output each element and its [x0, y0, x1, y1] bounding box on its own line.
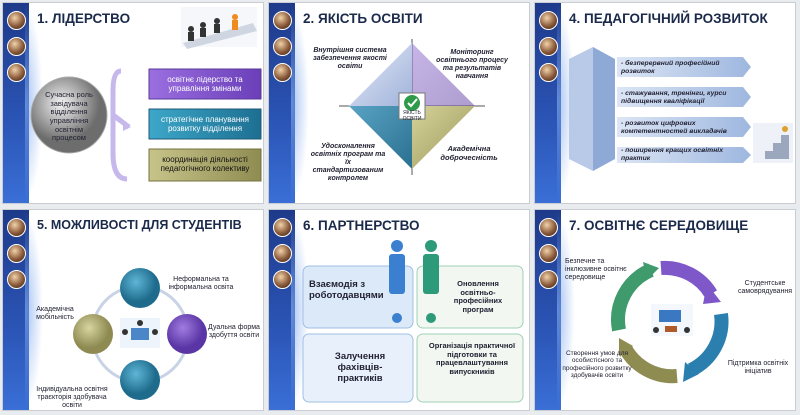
avatar-icon: [7, 270, 26, 289]
stairs-icon: [753, 123, 793, 163]
avatar-icon: [273, 37, 292, 56]
node-label: Неформальна та інформальна освіта: [168, 276, 234, 292]
avatar-icon: [539, 270, 558, 289]
slide-leadership[interactable]: 1. ЛІДЕРСТВО: [2, 2, 264, 204]
cell-label: Залучення фахівців-практиків: [334, 351, 386, 384]
avatar-icon: [273, 11, 292, 30]
avatar-icon: [273, 63, 292, 82]
quadrant-label: Удосконалення освітніх програм та їх ста…: [310, 143, 386, 183]
slide-title: 7. ОСВІТНЄ СЕРЕДОВИЩЕ: [569, 218, 749, 233]
person-icon: [423, 240, 439, 323]
environment-cycle: [611, 260, 729, 384]
cycle-label: Підтримка освітніх ініціатив: [727, 360, 789, 376]
slide-quality[interactable]: 2. ЯКІСТЬ ОСВІТИ Внутрішня система забез…: [268, 2, 530, 204]
slide-title: 1. ЛІДЕРСТВО: [37, 11, 131, 26]
slide-pedagogical-development[interactable]: 4. ПЕДАГОГІЧНИЙ РОЗВИТОК - безперервний …: [534, 2, 796, 204]
cell-label: Оновлення освітньо-професійних програм: [453, 279, 503, 314]
avatar-icon: [539, 11, 558, 30]
leadership-diagram: [30, 7, 262, 182]
cycle-label: Створення умов для особистісного та проф…: [562, 350, 632, 380]
classroom-icon: [651, 304, 693, 336]
box-label: освітнє лідерство та управління змінами: [167, 75, 243, 94]
avatar-icon: [273, 244, 292, 263]
students-icon: [120, 318, 160, 348]
node-label: Дуальна форма здобуття освіти: [208, 324, 260, 340]
avatar-icon: [7, 218, 26, 237]
slide-title: 4. ПЕДАГОГІЧНИЙ РОЗВИТОК: [569, 11, 768, 26]
list-item: - поширення кращих освітніх практик: [621, 147, 723, 162]
slide-partnership[interactable]: 6. ПАРТНЕРСТВО Взаємодія з роботодавцями…: [268, 209, 530, 411]
cycle-label: Безпечне та інклюзивне освітнє середовищ…: [565, 258, 627, 282]
list-item: - розвиток цифрових компетентностей викл…: [621, 120, 727, 135]
opportunities-diagram: [73, 268, 207, 400]
cycle-label: Студентське самоврядування: [737, 280, 793, 296]
runners-icon: [181, 7, 257, 49]
cell-label: Організація практичної підготовки та пра…: [428, 341, 516, 376]
development-arrows: [569, 47, 793, 171]
node-label: Індивідуальна освітня траєкторія здобува…: [36, 386, 108, 410]
quadrant-label: Моніторинг освітнього процесу та результ…: [436, 49, 508, 81]
center-label: ЯКІСТЬ ОСВІТИ: [402, 110, 422, 122]
slide-title: 6. ПАРТНЕРСТВО: [303, 218, 420, 233]
avatar-icon: [539, 218, 558, 237]
avatar-icon: [7, 11, 26, 30]
cell-label: Взаємодія з роботодавцями: [309, 279, 384, 301]
person-icon: [389, 240, 405, 323]
quadrant-label: Академічна доброчесність: [440, 144, 498, 162]
quality-diamond: [339, 39, 485, 175]
box-label: координація діяльності педагогічного кол…: [160, 155, 250, 174]
slide-title: 5. МОЖЛИВОСТІ ДЛЯ СТУДЕНТІВ: [37, 218, 242, 232]
avatar-icon: [539, 37, 558, 56]
center-label: Сучасна роль завідувача відділення управ…: [45, 90, 93, 143]
list-item: - стажування, тренінги, курси підвищення…: [621, 90, 727, 105]
slide-educational-environment[interactable]: 7. ОСВІТНЄ СЕРЕДОВИЩЕ Безпечне та інклюз…: [534, 209, 796, 411]
avatar-icon: [7, 63, 26, 82]
avatar-icon: [273, 270, 292, 289]
slide-student-opportunities[interactable]: 5. МОЖЛИВОСТІ ДЛЯ СТУДЕНТІВ Неформальна …: [2, 209, 264, 411]
avatar-icon: [539, 63, 558, 82]
node-label: Академічна мобільність: [36, 306, 74, 322]
partnership-diagram: [302, 240, 524, 403]
avatar-icon: [273, 218, 292, 237]
avatar-icon: [7, 244, 26, 263]
slide-title: 2. ЯКІСТЬ ОСВІТИ: [303, 11, 423, 26]
side-band: [3, 3, 29, 203]
box-label: стратегічне планування розвитку відділен…: [160, 115, 249, 134]
list-item: - безперервний професійний розвиток: [621, 60, 720, 75]
quadrant-label: Внутрішня система забезпечення якості ос…: [313, 47, 387, 71]
avatar-icon: [7, 37, 26, 56]
avatar-icon: [539, 244, 558, 263]
